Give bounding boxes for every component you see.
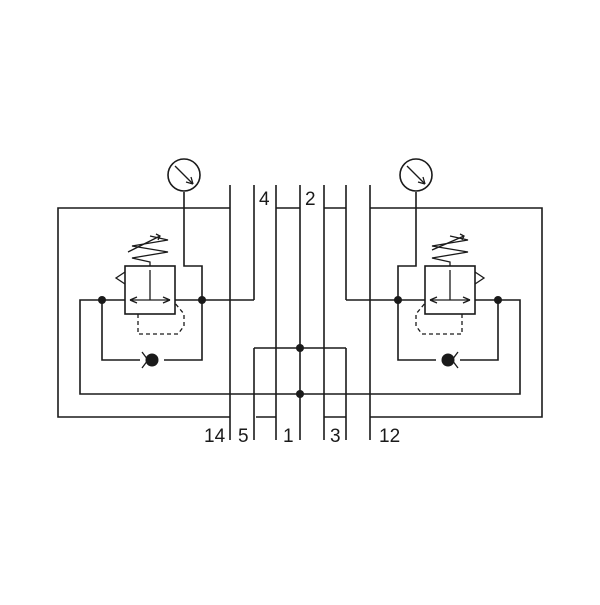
supply-loop — [79, 299, 521, 395]
port-label-12: 12 — [379, 426, 400, 447]
left-check-valve — [145, 353, 159, 367]
port-label-2: 2 — [305, 189, 316, 210]
right-spring — [431, 235, 469, 266]
port-label-4: 4 — [259, 189, 270, 210]
port-label-14: 14 — [204, 426, 226, 447]
right-exhaust-triangle — [474, 271, 486, 285]
housing-outline-middle — [256, 207, 346, 418]
left-regulator — [98, 158, 254, 369]
left-exhaust-triangle — [114, 271, 126, 285]
port-label-3: 3 — [330, 426, 341, 447]
left-spring — [131, 235, 169, 266]
port-label-1: 1 — [283, 426, 294, 447]
port-lines — [229, 185, 371, 440]
port-label-5: 5 — [238, 426, 249, 447]
housing-outline — [57, 207, 543, 418]
right-regulator — [346, 158, 502, 369]
center-manifold — [254, 344, 346, 398]
right-check-valve — [441, 353, 455, 367]
